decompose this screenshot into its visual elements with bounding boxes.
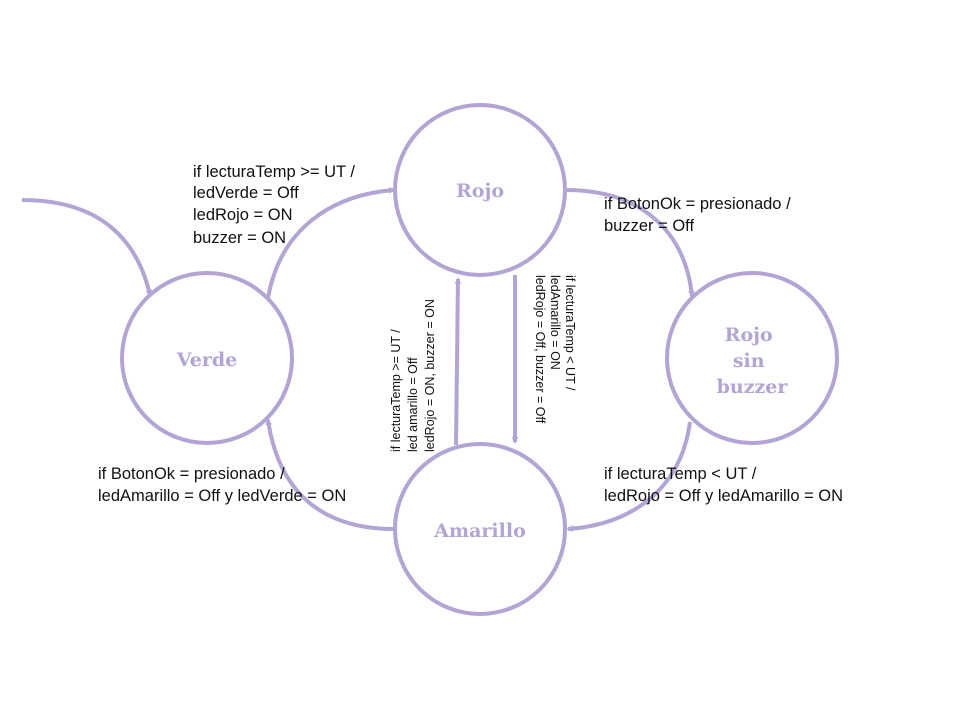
arrow-rojo-sin-buzzer-to-amarillo	[566, 421, 692, 533]
state-rojo-sin-buzzer-label: Rojo sin buzzer	[717, 324, 789, 398]
state-verde-label: Verde	[176, 349, 237, 371]
transition-line: ledRojo = ON	[193, 206, 293, 224]
transition-rojo-sin-buzzer-to-amarillo-label: if lecturaTemp < UT / ledRojo = Off y le…	[604, 465, 843, 505]
state-amarillo	[393, 442, 567, 616]
transition-line: ledRojo = Off y ledAmarillo = ON	[604, 487, 843, 505]
state-rojo-sin-buzzer	[665, 271, 839, 445]
transition-line: led amarillo = Off	[406, 357, 420, 452]
state-rojo-label: Rojo	[456, 180, 504, 202]
state-rojo-sin-buzzer-line: sin	[733, 350, 765, 372]
transition-line: if lecturaTemp >= UT /	[389, 329, 403, 452]
arrow-amarillo-to-rojo	[454, 277, 462, 446]
state-amarillo-label: Amarillo	[433, 520, 526, 542]
transition-line: ledRojo = ON, buzzer = ON	[423, 299, 437, 452]
transition-line: if lecturaTemp >= UT /	[193, 163, 355, 181]
transition-line: if BotonOk = presionado /	[604, 195, 791, 213]
transition-line: buzzer = ON	[193, 229, 286, 247]
transition-rojo-to-rojo-sin-buzzer-label: if BotonOk = presionado / buzzer = Off	[604, 195, 795, 235]
transition-line: ledAmarillo = ON	[548, 275, 562, 370]
state-rojo-sin-buzzer-line: buzzer	[717, 376, 789, 398]
initial-arrow	[21, 198, 153, 297]
arrow-verde-to-rojo	[266, 186, 396, 299]
transition-amarillo-to-rojo-label: if lecturaTemp >= UT / led amarillo = Of…	[389, 299, 437, 452]
transition-line: if BotonOk = presionado /	[98, 465, 285, 483]
arrow-amarillo-to-verde	[265, 418, 395, 531]
transition-amarillo-to-verde-label: if BotonOk = presionado / ledAmarillo = …	[98, 465, 346, 505]
transition-rojo-to-amarillo-label: if lecturaTemp < UT / ledAmarillo = ON l…	[533, 275, 577, 424]
arrow-rojo-to-rojo-sin-buzzer	[565, 188, 695, 298]
transition-verde-to-rojo-label: if lecturaTemp >= UT / ledVerde = Off le…	[193, 163, 360, 247]
transition-line: buzzer = Off	[604, 217, 694, 235]
transition-line: ledAmarillo = Off y ledVerde = ON	[98, 487, 346, 505]
state-verde	[120, 271, 294, 445]
transition-line: if lecturaTemp < UT /	[563, 275, 577, 391]
transition-line: if lecturaTemp < UT /	[604, 465, 757, 483]
transition-line: ledRojo = Off, buzzer = Off	[533, 275, 547, 424]
transition-line: ledVerde = Off	[193, 184, 299, 202]
state-rojo-sin-buzzer-line: Rojo	[725, 324, 773, 346]
